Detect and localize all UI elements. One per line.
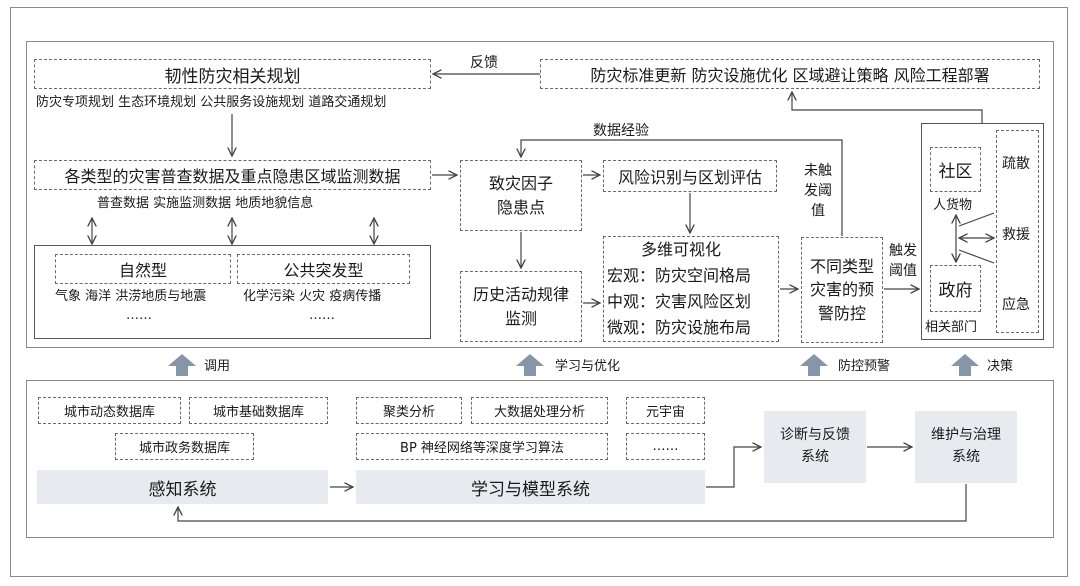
warning-box: 不同类型 灾害的预 警防控 bbox=[801, 237, 883, 343]
data-types: 普查数据 实施监测数据 地质地貌信息 bbox=[97, 196, 314, 211]
risk-identify-box: 风险识别与区划评估 bbox=[603, 160, 777, 192]
public-more: …… bbox=[309, 308, 335, 323]
bigdata-box: 大数据处理分析 bbox=[471, 397, 608, 424]
up-arrow-call bbox=[168, 354, 196, 376]
triggered-label: 触发 阈值 bbox=[889, 242, 917, 279]
data-experience-label: 数据经验 bbox=[593, 123, 649, 139]
multi-vis-title: 多维可视化 bbox=[641, 240, 722, 259]
planning-title-box: 韧性防灾相关规划 bbox=[34, 59, 431, 89]
cluster-box: 聚类分析 bbox=[356, 397, 462, 424]
up-arrow-learn bbox=[516, 354, 544, 376]
community-box: 社区 bbox=[930, 147, 981, 192]
actions-box bbox=[996, 130, 1039, 333]
multi-vis-macro: 宏观：防灾空间格局 bbox=[607, 266, 752, 285]
departments-label: 相关部门 bbox=[925, 320, 978, 335]
up-arrow-prevent bbox=[800, 354, 828, 376]
db-dynamic-box: 城市动态数据库 bbox=[38, 397, 181, 424]
decision-label: 决策 bbox=[987, 359, 1014, 374]
diagnosis-system: 诊断与反馈 系统 bbox=[764, 411, 866, 483]
perception-system: 感知系统 bbox=[37, 470, 328, 504]
multi-vis-box bbox=[603, 236, 779, 342]
upper-panel bbox=[26, 41, 1054, 348]
db-gov-box: 城市政务数据库 bbox=[115, 433, 254, 460]
survey-data-box: 各类型的灾害普查数据及重点隐患区域监测数据 bbox=[34, 160, 431, 190]
arrow-learning-diagnosis bbox=[706, 447, 761, 488]
natural-title-box: 自然型 bbox=[55, 254, 231, 284]
government-box: 政府 bbox=[930, 265, 981, 312]
prevent-warn-label: 防控预警 bbox=[838, 359, 891, 374]
natural-more: …… bbox=[126, 308, 152, 323]
hazard-factor-box: 致灾因子 隐患点 bbox=[460, 160, 582, 231]
learn-optimize-label: 学习与优化 bbox=[555, 359, 621, 374]
bp-box: BP 神经网络等深度学习算法 bbox=[356, 433, 608, 460]
people-goods-label: 人货物 bbox=[933, 198, 973, 213]
maintenance-system: 维护与治理 系统 bbox=[915, 411, 1017, 483]
more-box: …… bbox=[626, 433, 705, 460]
link-community-actions bbox=[958, 212, 995, 227]
arrow-data-experience bbox=[521, 139, 843, 236]
multi-vis-meso: 中观：灾害风险区划 bbox=[607, 292, 752, 311]
link-government-actions bbox=[958, 249, 995, 264]
up-arrow-decision bbox=[951, 354, 979, 376]
history-monitor-box: 历史活动规律 监测 bbox=[460, 271, 582, 342]
db-basic-box: 城市基础数据库 bbox=[189, 397, 328, 424]
evacuate-label: 疏散 bbox=[1002, 156, 1030, 172]
lower-panel bbox=[26, 380, 1054, 538]
metaverse-box: 元宇宙 bbox=[626, 397, 705, 424]
feedback-label: 反馈 bbox=[470, 55, 498, 71]
arrow-decision-standards bbox=[792, 92, 983, 123]
arrow-maintenance-perception bbox=[178, 484, 967, 522]
not-triggered-label: 未触 发阈 值 bbox=[804, 162, 832, 220]
multi-vis-micro: 微观：防灾设施布局 bbox=[607, 318, 752, 337]
outer-frame bbox=[10, 7, 1068, 577]
public-items: 化学污染 火灾 疫病传播 bbox=[243, 289, 382, 304]
public-title-box: 公共突发型 bbox=[237, 254, 410, 284]
call-label: 调用 bbox=[204, 359, 231, 374]
decision-box bbox=[921, 123, 1044, 340]
emergency-label: 应急 bbox=[1002, 297, 1030, 313]
learning-system: 学习与模型系统 bbox=[356, 470, 705, 504]
hazard-types-box bbox=[34, 245, 431, 339]
standards-box: 防灾标准更新 防灾设施优化 区域避让策略 风险工程部署 bbox=[540, 59, 1040, 89]
rescue-label: 救援 bbox=[1002, 227, 1030, 243]
natural-items: 气象 海洋 洪涝地质与地震 bbox=[55, 289, 207, 304]
planning-types: 防灾专项规划 生态环境规划 公共服务设施规划 道路交通规划 bbox=[36, 95, 387, 110]
